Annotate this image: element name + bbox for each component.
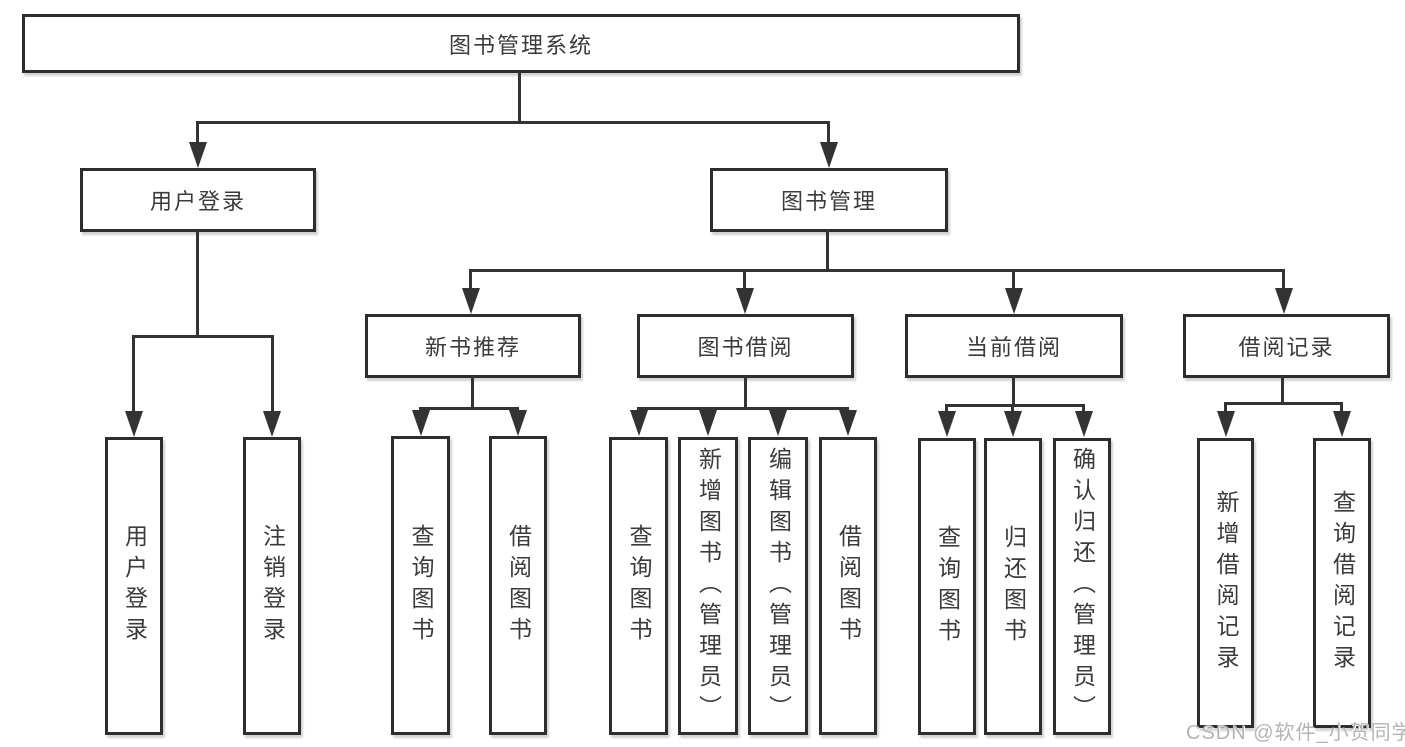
connector-drop [271, 335, 274, 413]
node-library-management-system: 图书管理系统 [22, 14, 1020, 73]
leaf-edit-books-admin: 编辑图书（管理员） [748, 437, 808, 735]
leaf-borrow-books: 借阅图书 [819, 437, 877, 735]
arrowhead-down [820, 142, 838, 168]
connector-bus-level3 [469, 269, 1285, 272]
leaf-logout: 注销登录 [243, 437, 301, 735]
arrowhead-down [630, 410, 648, 436]
connector-drop [1011, 404, 1014, 413]
arrowhead-down [125, 411, 143, 437]
arrowhead-down [1005, 288, 1023, 314]
arrowhead-down [509, 410, 527, 436]
arrowhead-down [189, 142, 207, 168]
connector-bus [637, 407, 849, 410]
connector-drop [196, 121, 199, 147]
connector-drop [945, 404, 948, 413]
connector-bus-level2 [196, 121, 830, 124]
connector-bus [1224, 402, 1343, 405]
node-borrow-records: 借阅记录 [1183, 314, 1390, 378]
connector-drop [1224, 402, 1227, 413]
node-user-login: 用户登录 [80, 168, 316, 232]
arrowhead-down [1075, 411, 1093, 437]
arrowhead-down [462, 288, 480, 314]
connector-drop [132, 335, 135, 413]
leaf-add-borrow-record: 新增借阅记录 [1197, 438, 1254, 728]
leaf-borrow-books-recommend: 借阅图书 [489, 436, 547, 735]
arrowhead-down [699, 410, 717, 436]
connector-stem [196, 230, 199, 338]
node-book-borrow: 图书借阅 [637, 314, 854, 378]
connector-bus [945, 404, 1085, 407]
arrowhead-down [769, 410, 787, 436]
arrowhead-down [1004, 411, 1022, 437]
leaf-query-books-recommend: 查询图书 [391, 436, 450, 735]
leaf-confirm-return-admin: 确认归还（管理员） [1053, 438, 1111, 735]
arrowhead-down [1333, 411, 1351, 437]
leaf-query-books-borrow: 查询图书 [609, 437, 668, 735]
arrowhead-down [736, 288, 754, 314]
leaf-user-login: 用户登录 [105, 437, 163, 735]
leaf-return-books: 归还图书 [984, 438, 1042, 735]
arrowhead-down [412, 410, 430, 436]
leaf-add-books-admin: 新增图书（管理员） [678, 437, 738, 735]
connector-drop [1282, 269, 1285, 291]
connector-drop [827, 121, 830, 147]
node-current-borrow: 当前借阅 [905, 314, 1123, 378]
arrowhead-down [1275, 288, 1293, 314]
node-new-book-recommend: 新书推荐 [365, 314, 581, 378]
connector-drop [469, 269, 472, 291]
node-book-management: 图书管理 [710, 168, 948, 232]
connector-drop [1340, 402, 1343, 413]
connector-drop [1082, 404, 1085, 413]
leaf-query-books-current: 查询图书 [918, 438, 976, 735]
connector-bus [419, 407, 519, 410]
arrowhead-down [1217, 411, 1235, 437]
arrowhead-down [938, 411, 956, 437]
connector-stem [1012, 376, 1015, 407]
connector-stem [744, 376, 747, 410]
connector-bus [132, 335, 274, 338]
connector-stem [826, 230, 829, 272]
arrowhead-down [263, 411, 281, 437]
connector-root-stem [518, 71, 521, 123]
leaf-query-borrow-record: 查询借阅记录 [1313, 438, 1371, 728]
arrowhead-down [839, 410, 857, 436]
connector-stem [1281, 376, 1284, 405]
connector-stem [471, 376, 474, 410]
connector-drop [743, 269, 746, 291]
connector-drop [1012, 269, 1015, 291]
csdn-watermark: CSDN @软件_小贺同学 [1186, 722, 1405, 744]
